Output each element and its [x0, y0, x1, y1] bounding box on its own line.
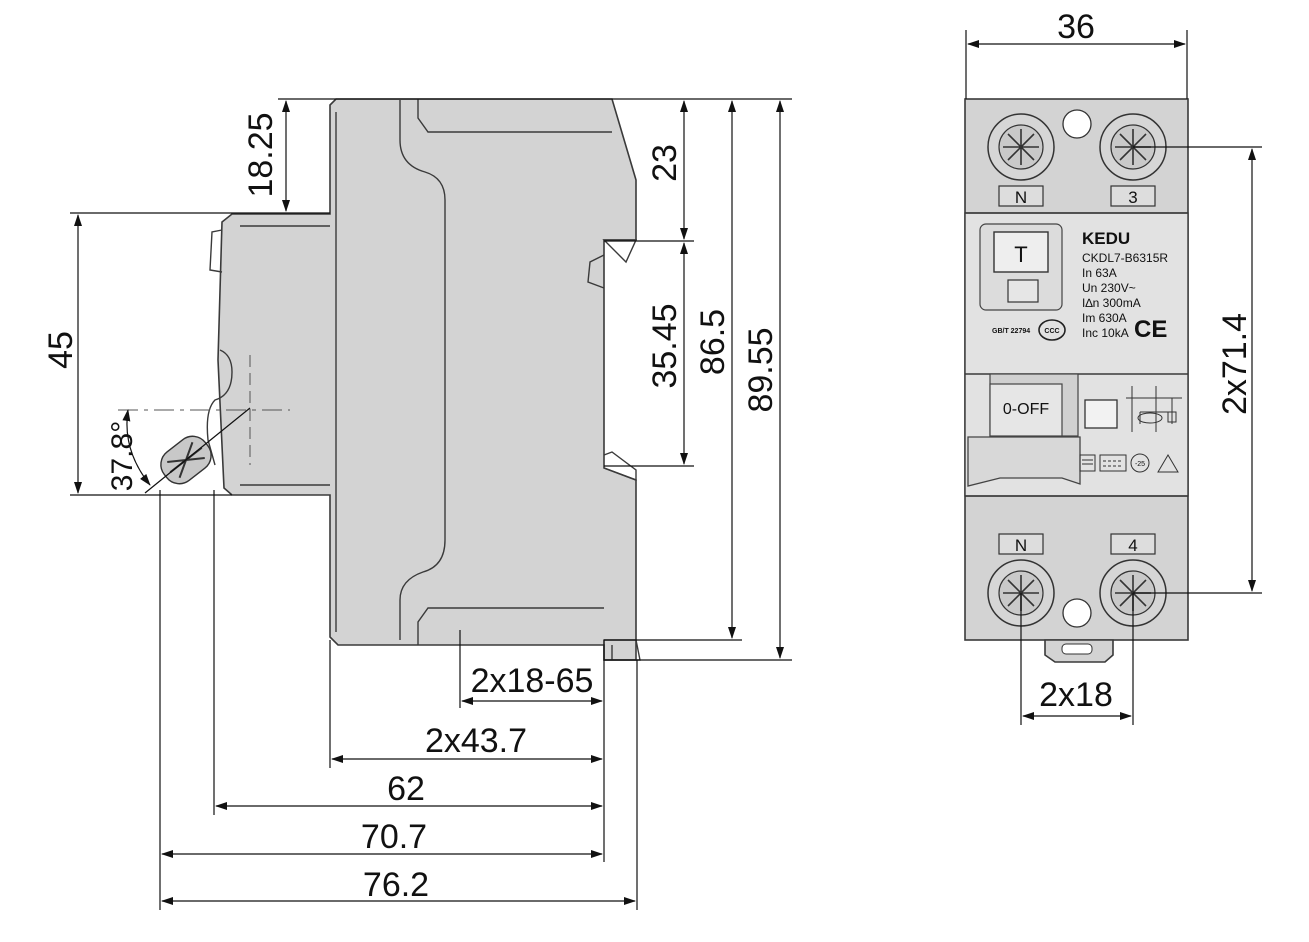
- standard-label: GB/T 22794: [992, 328, 1030, 335]
- terminal-label-box-bottom-right: [1110, 533, 1156, 555]
- dim-label-35-45: 35.45: [646, 303, 684, 388]
- test-button: [993, 231, 1049, 273]
- din-clip-top: [602, 239, 638, 264]
- terminal-label-top-right: 3: [1128, 188, 1137, 207]
- terminal-label-box-top-left: [998, 185, 1044, 207]
- inner-channel: [399, 100, 446, 640]
- dim-label-62: 62: [387, 770, 425, 808]
- side-notch: [587, 254, 605, 289]
- bottom-tab-slot: [1061, 643, 1093, 655]
- dim-label-23: 23: [646, 144, 684, 182]
- screw-angle-line: [144, 407, 251, 494]
- model-label: CKDL7-B6315R: [1082, 251, 1168, 265]
- spec-line-5: Inc 10kA: [1082, 326, 1129, 340]
- dim-label-76-2: 76.2: [363, 866, 429, 904]
- spec-line-2: Un 230V~: [1082, 281, 1136, 295]
- front-view: N 3 T KEDU CKDL7-B6315R In 63A Un 230V~ …: [964, 8, 1262, 725]
- side-view: 18.25 45 37.8° 23 35.45 86.5 89.55 2x18-…: [42, 98, 792, 910]
- spec-line-3: I∆n 300mA: [1082, 296, 1141, 310]
- switch-label: 0-OFF: [1003, 401, 1049, 418]
- dim-label-18-25: 18.25: [242, 112, 280, 197]
- spec-line-4: Im 630A: [1082, 311, 1127, 325]
- dim-label-36: 36: [1057, 8, 1095, 46]
- dim-label-2x43-7: 2x43.7: [425, 722, 527, 760]
- din-clip-bottom: [603, 451, 637, 482]
- ccc-mark-text: CCC: [1044, 328, 1059, 335]
- top-latch: [417, 99, 612, 133]
- top-vent-hole: [1062, 109, 1092, 139]
- left-tab: [209, 229, 223, 273]
- dim-arc-37-8: [122, 409, 151, 486]
- switch-lever: [967, 436, 1081, 487]
- spec-line-1: In 63A: [1082, 266, 1117, 280]
- brand-label: KEDU: [1082, 229, 1130, 248]
- dim-label-37-8: 37.8°: [106, 421, 139, 491]
- side-view-body: [217, 98, 637, 661]
- dim-label-89-55: 89.55: [742, 327, 780, 412]
- dim-label-86-5: 86.5: [694, 309, 732, 375]
- bottom-latch: [417, 607, 604, 645]
- dim-label-2x71-4: 2x71.4: [1216, 313, 1254, 415]
- bottom-vent-hole: [1062, 598, 1092, 628]
- terminal-label-box-bottom-left: [998, 533, 1044, 555]
- dim-label-70-7: 70.7: [361, 818, 427, 856]
- ccc-mark-icon: [1038, 319, 1066, 341]
- dim-label-2x18: 2x18: [1039, 676, 1113, 714]
- ce-mark: CE: [1134, 316, 1167, 343]
- terminal-label-bottom-right: 4: [1128, 536, 1137, 555]
- rating-icons: [1079, 453, 1179, 473]
- status-window: [1084, 399, 1118, 429]
- terminal-label-top-left: N: [1015, 188, 1027, 207]
- temp-rating-label: -25: [1135, 461, 1145, 468]
- left-bulge: [206, 349, 233, 466]
- dim-label-2x18-65: 2x18-65: [471, 662, 594, 700]
- wiring-schematic-icon: [1126, 386, 1182, 432]
- indicator-window: [1007, 279, 1039, 303]
- terminal-screw-top-left: [987, 113, 1055, 181]
- terminal-label-box-top-right: [1110, 185, 1156, 207]
- terminal-label-bottom-left: N: [1015, 536, 1027, 555]
- test-button-label: T: [1014, 242, 1027, 267]
- body-inner-contour: [240, 112, 337, 632]
- dim-label-45: 45: [42, 331, 80, 369]
- switch-handle: [989, 383, 1063, 437]
